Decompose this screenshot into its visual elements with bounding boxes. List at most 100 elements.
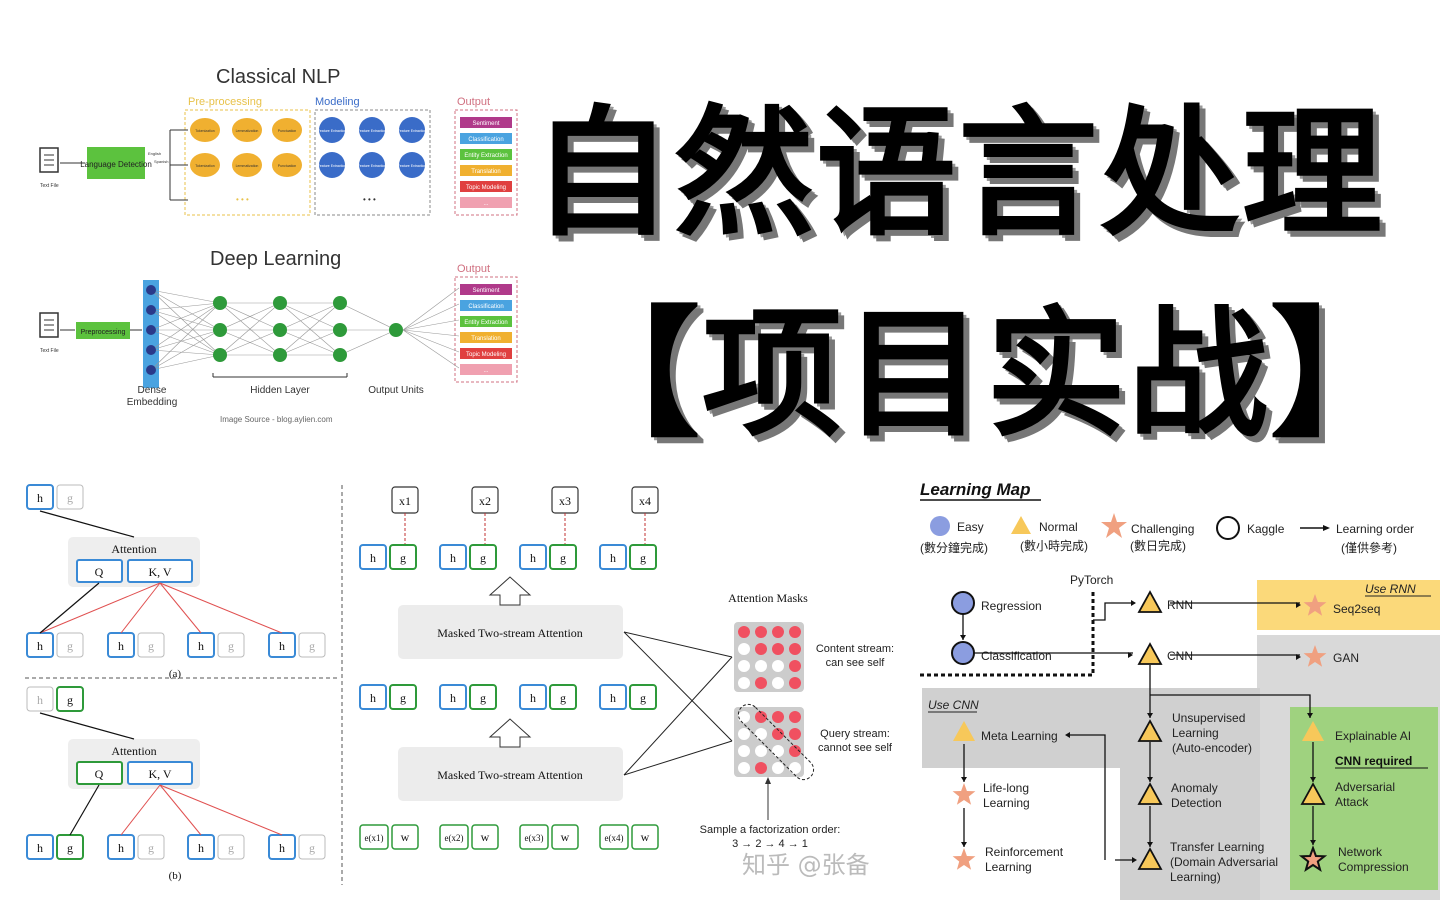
embedding-node bbox=[146, 345, 156, 355]
kv-box bbox=[127, 761, 193, 785]
model-node-label: Feature Extraction bbox=[358, 129, 387, 133]
seq2seq-label: Seq2seq bbox=[1333, 602, 1380, 616]
e-label: e(x3) bbox=[525, 833, 544, 843]
classical-output-label: Output bbox=[457, 96, 490, 108]
c-mid-g-label: g bbox=[400, 691, 406, 705]
masks-title: Attention Masks bbox=[728, 591, 808, 605]
mask-cell bbox=[755, 762, 767, 774]
text-file-label: Text File bbox=[40, 183, 59, 189]
mask-cell bbox=[755, 745, 767, 757]
e-label: e(x1) bbox=[365, 833, 384, 843]
transfer-icon bbox=[1137, 847, 1163, 870]
deep-output bbox=[460, 300, 512, 311]
mask-cell bbox=[789, 745, 801, 757]
mask-cell bbox=[789, 677, 801, 689]
model-node bbox=[319, 152, 345, 178]
mask-cell bbox=[772, 762, 784, 774]
use-rnn-label: Use RNN bbox=[1365, 582, 1416, 596]
attn-top-g-label: g bbox=[67, 491, 73, 505]
w-box bbox=[631, 824, 659, 850]
c-mid-h-box bbox=[359, 684, 387, 710]
mask-cell bbox=[755, 677, 767, 689]
embedding-node bbox=[146, 325, 156, 335]
language-detection-label: Language Detection bbox=[80, 160, 152, 169]
classical-output-label: Classification bbox=[468, 137, 503, 143]
attn-bottom-g-label: g bbox=[228, 841, 234, 855]
attn-bottom-g-label: g bbox=[67, 639, 73, 653]
attn-bottom-h-box bbox=[26, 834, 54, 860]
mask-cell bbox=[738, 711, 750, 723]
legend-order-sub: (僅供參考) bbox=[1341, 540, 1397, 555]
c-mid-g-label: g bbox=[640, 691, 646, 705]
hidden-node bbox=[273, 348, 287, 362]
w-box bbox=[391, 824, 419, 850]
compression-icon bbox=[1298, 845, 1328, 873]
c-top-h-box bbox=[599, 544, 627, 570]
map-edge bbox=[1067, 734, 1106, 860]
mask-cell bbox=[738, 660, 750, 672]
pre-node bbox=[232, 153, 262, 177]
diagonal-highlight bbox=[737, 703, 815, 781]
legend-easy-sub: (數分鐘完成) bbox=[920, 540, 988, 555]
embedding-node bbox=[146, 365, 156, 375]
model-node bbox=[359, 152, 385, 178]
mask-cell bbox=[772, 745, 784, 757]
pre-node-label: Lemmatization bbox=[236, 129, 259, 133]
unsupervised-icon bbox=[1137, 719, 1163, 742]
cnn-icon bbox=[1137, 642, 1163, 665]
attn-bottom-g-box bbox=[298, 834, 326, 860]
document-icon-2 bbox=[39, 312, 59, 338]
pre-node bbox=[232, 118, 262, 142]
deep-output bbox=[460, 348, 512, 359]
model-node bbox=[319, 117, 345, 143]
arrowhead-icon bbox=[1147, 842, 1153, 847]
classical-output bbox=[460, 181, 512, 192]
meta-learning-label: Meta Learning bbox=[981, 729, 1058, 743]
language-detection-box bbox=[87, 147, 145, 179]
content-mask bbox=[734, 622, 804, 692]
attn-bottom-g-box bbox=[298, 632, 326, 658]
output-units-label: Output Units bbox=[368, 385, 424, 396]
attn-bottom-h-label: h bbox=[279, 841, 285, 855]
c-mid-g-box bbox=[389, 684, 417, 710]
c-top-h-box bbox=[519, 544, 547, 570]
mask-cell bbox=[755, 711, 767, 723]
c-mid-g-box bbox=[629, 684, 657, 710]
c-top-g-box bbox=[469, 544, 497, 570]
classical-heading: Classical NLP bbox=[216, 66, 340, 88]
lang-english: English bbox=[148, 151, 161, 156]
caption: (b) bbox=[169, 870, 182, 882]
q-box bbox=[76, 559, 123, 583]
c-top-g-label: g bbox=[640, 551, 646, 565]
mask-cell bbox=[755, 660, 767, 672]
masked-attention-block bbox=[398, 605, 623, 659]
text-file-label-2: Text File bbox=[40, 348, 59, 354]
meta-learning-icon bbox=[953, 721, 975, 741]
kaggle-legend-icon bbox=[1216, 516, 1240, 540]
classification-icon bbox=[951, 641, 975, 665]
pre-node-label: Punctuation bbox=[278, 129, 297, 133]
mask-cell bbox=[772, 711, 784, 723]
w-label: w bbox=[561, 830, 570, 844]
e-box bbox=[599, 824, 629, 850]
nlp-pipeline-diagram: Classical NLP Pre-processing Modeling Ou… bbox=[30, 55, 530, 440]
deep-output-label: Entity Extraction bbox=[464, 320, 507, 326]
learning-map-svg: Learning Map Easy (數分鐘完成) Normal (數小時完成)… bbox=[920, 480, 1440, 900]
xai-label: Explainable AI bbox=[1335, 729, 1411, 743]
model-dots: • • • bbox=[363, 195, 376, 204]
map-edge bbox=[1150, 694, 1311, 718]
use-rnn-region bbox=[1257, 580, 1440, 630]
c-top-g-label: g bbox=[400, 551, 406, 565]
pre-node bbox=[190, 118, 220, 142]
c-top-h-label: h bbox=[370, 551, 376, 565]
deep-output bbox=[460, 332, 512, 343]
challenging-legend-icon bbox=[1101, 513, 1127, 538]
pre-node bbox=[190, 153, 220, 177]
embedding-node bbox=[146, 305, 156, 315]
x-token-label: x1 bbox=[399, 494, 411, 508]
mask-cell bbox=[738, 745, 750, 757]
mask-cell bbox=[738, 626, 750, 638]
